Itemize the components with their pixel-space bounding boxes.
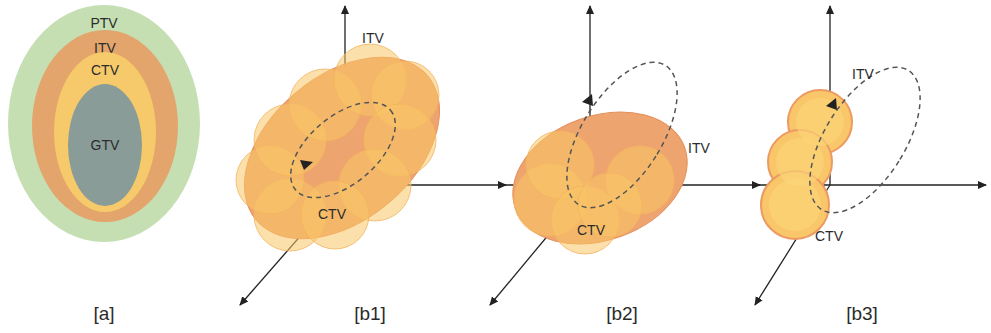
panel-label: [b2] (606, 303, 638, 325)
volume-label: CTV (54, 62, 156, 78)
volume-label: GTV (68, 137, 142, 153)
itv-volume (761, 49, 942, 239)
volume-label: PTV (8, 15, 200, 31)
ptv-ellipse: PTVITVCTVGTV (8, 5, 200, 242)
itv-volume (494, 44, 706, 267)
itv-label: ITV (688, 140, 710, 156)
itv-label: ITV (362, 30, 384, 46)
axes (755, 6, 986, 305)
panel-label: [a] (93, 303, 114, 325)
axes (240, 6, 506, 305)
ctv-label: CTV (815, 228, 843, 244)
panel-label: [b3] (846, 303, 878, 325)
ctv-label: CTV (577, 222, 605, 238)
itv-label: ITV (852, 66, 874, 82)
axes (490, 6, 760, 305)
ctv-label: CTV (318, 206, 346, 222)
itv-ellipse: ITVCTVGTV (32, 30, 178, 222)
itv-volume (210, 21, 474, 275)
panel-label: [b1] (354, 303, 386, 325)
ctv-ellipse: CTV GTV (54, 52, 156, 212)
gtv-ellipse: GTV (68, 84, 142, 206)
